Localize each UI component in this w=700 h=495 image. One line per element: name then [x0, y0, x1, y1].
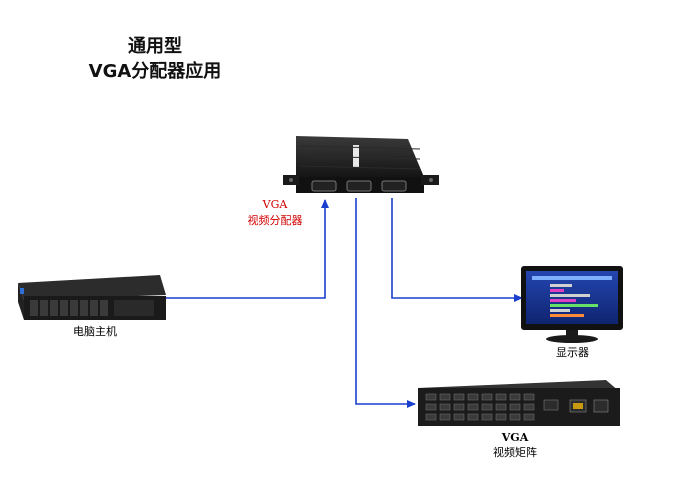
matrix-label-line1: VGA [501, 431, 529, 444]
monitor-label: 显示器 [556, 346, 589, 359]
diagram-title-line2: VGA分配器应用 [88, 61, 222, 82]
splitter-label-line2: 视频分配器 [247, 214, 303, 227]
vga-splitter-device [283, 136, 439, 193]
monitor-device [521, 266, 623, 343]
vga-matrix-device [418, 380, 620, 426]
computer-host-device [18, 275, 166, 320]
host-label: 电脑主机 [73, 325, 117, 338]
diagram-title-line1: 通用型 [128, 36, 182, 57]
cable-lines [165, 198, 523, 408]
matrix-label-line2: 视频矩阵 [493, 446, 537, 459]
cable-splitter-to-matrix [355, 198, 416, 408]
cable-splitter-to-monitor [391, 198, 523, 302]
cable-host-to-splitter [165, 199, 329, 299]
splitter-label-line1: VGA [262, 198, 288, 211]
